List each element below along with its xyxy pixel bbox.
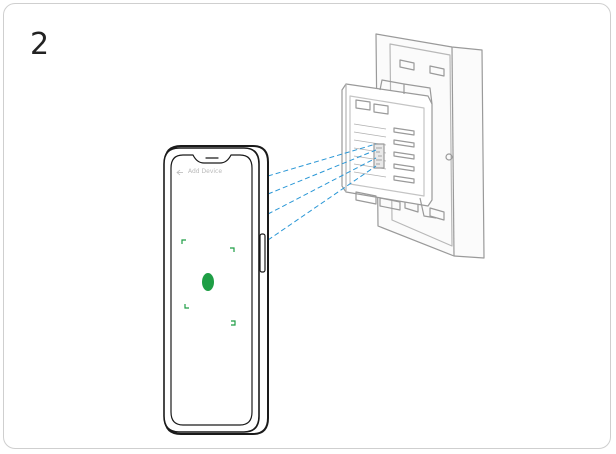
instruction-panel (3, 3, 611, 449)
scan-beams (267, 143, 377, 241)
back-arrow-icon[interactable] (176, 169, 183, 176)
step-number: 2 (30, 27, 50, 62)
wall-device (341, 33, 485, 259)
scan-target-dot-icon (202, 273, 214, 291)
scan-frame-icon (181, 239, 236, 326)
phone-screen-title: Add Device (188, 168, 223, 175)
phone (163, 145, 269, 435)
